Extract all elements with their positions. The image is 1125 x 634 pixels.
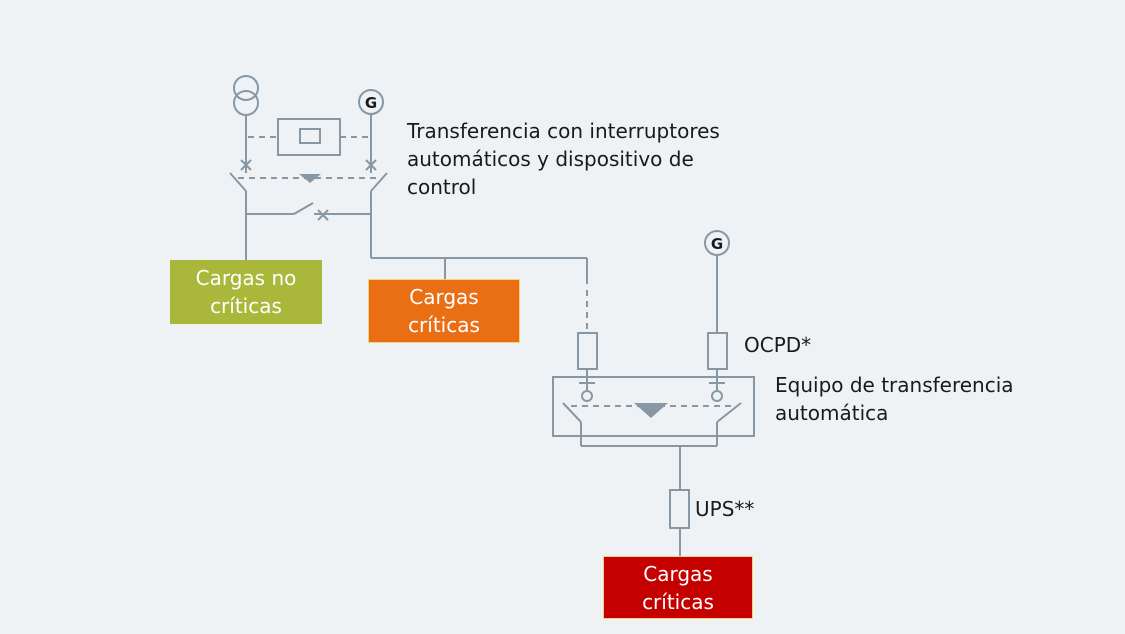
label-line: automáticos y dispositivo de <box>407 147 694 171</box>
box-critical-loads-red: Cargas críticas <box>603 556 753 619</box>
breaker-x-left <box>240 159 252 171</box>
label-line: Transferencia con interruptores <box>407 119 720 143</box>
box-critical-loads-orange: Cargas críticas <box>368 279 520 343</box>
label-transfer-breakers: Transferencia con interruptores automáti… <box>407 117 720 201</box>
ocpd-right <box>707 332 728 370</box>
control-device <box>277 118 341 156</box>
box-non-critical-loads: Cargas no críticas <box>170 260 322 324</box>
label-line: automática <box>775 401 889 425</box>
ups-box <box>669 489 690 529</box>
box-line: críticas <box>642 589 714 614</box>
label-line: control <box>407 175 477 199</box>
breaker-x-right <box>365 159 377 171</box>
breaker-x-tie <box>317 209 329 221</box>
ats-enclosure <box>552 376 755 437</box>
label-ocpd: OCPD* <box>744 333 812 357</box>
box-line: Cargas <box>643 561 713 586</box>
generator-letter: G <box>365 94 377 112</box>
transfer-indicator-ats <box>634 403 668 418</box>
ocpd-left <box>577 332 598 370</box>
box-line: Cargas no <box>195 266 297 290</box>
label-ups: UPS** <box>695 497 755 521</box>
box-line: Cargas <box>409 285 479 309</box>
transfer-indicator-top <box>299 174 321 183</box>
transformer-icon <box>233 75 259 116</box>
box-line: críticas <box>408 313 480 337</box>
box-line: críticas <box>210 294 282 318</box>
label-line: Equipo de transferencia <box>775 373 1014 397</box>
generator-letter-right: G <box>711 235 723 253</box>
label-ats: Equipo de transferencia automática <box>775 371 1014 427</box>
